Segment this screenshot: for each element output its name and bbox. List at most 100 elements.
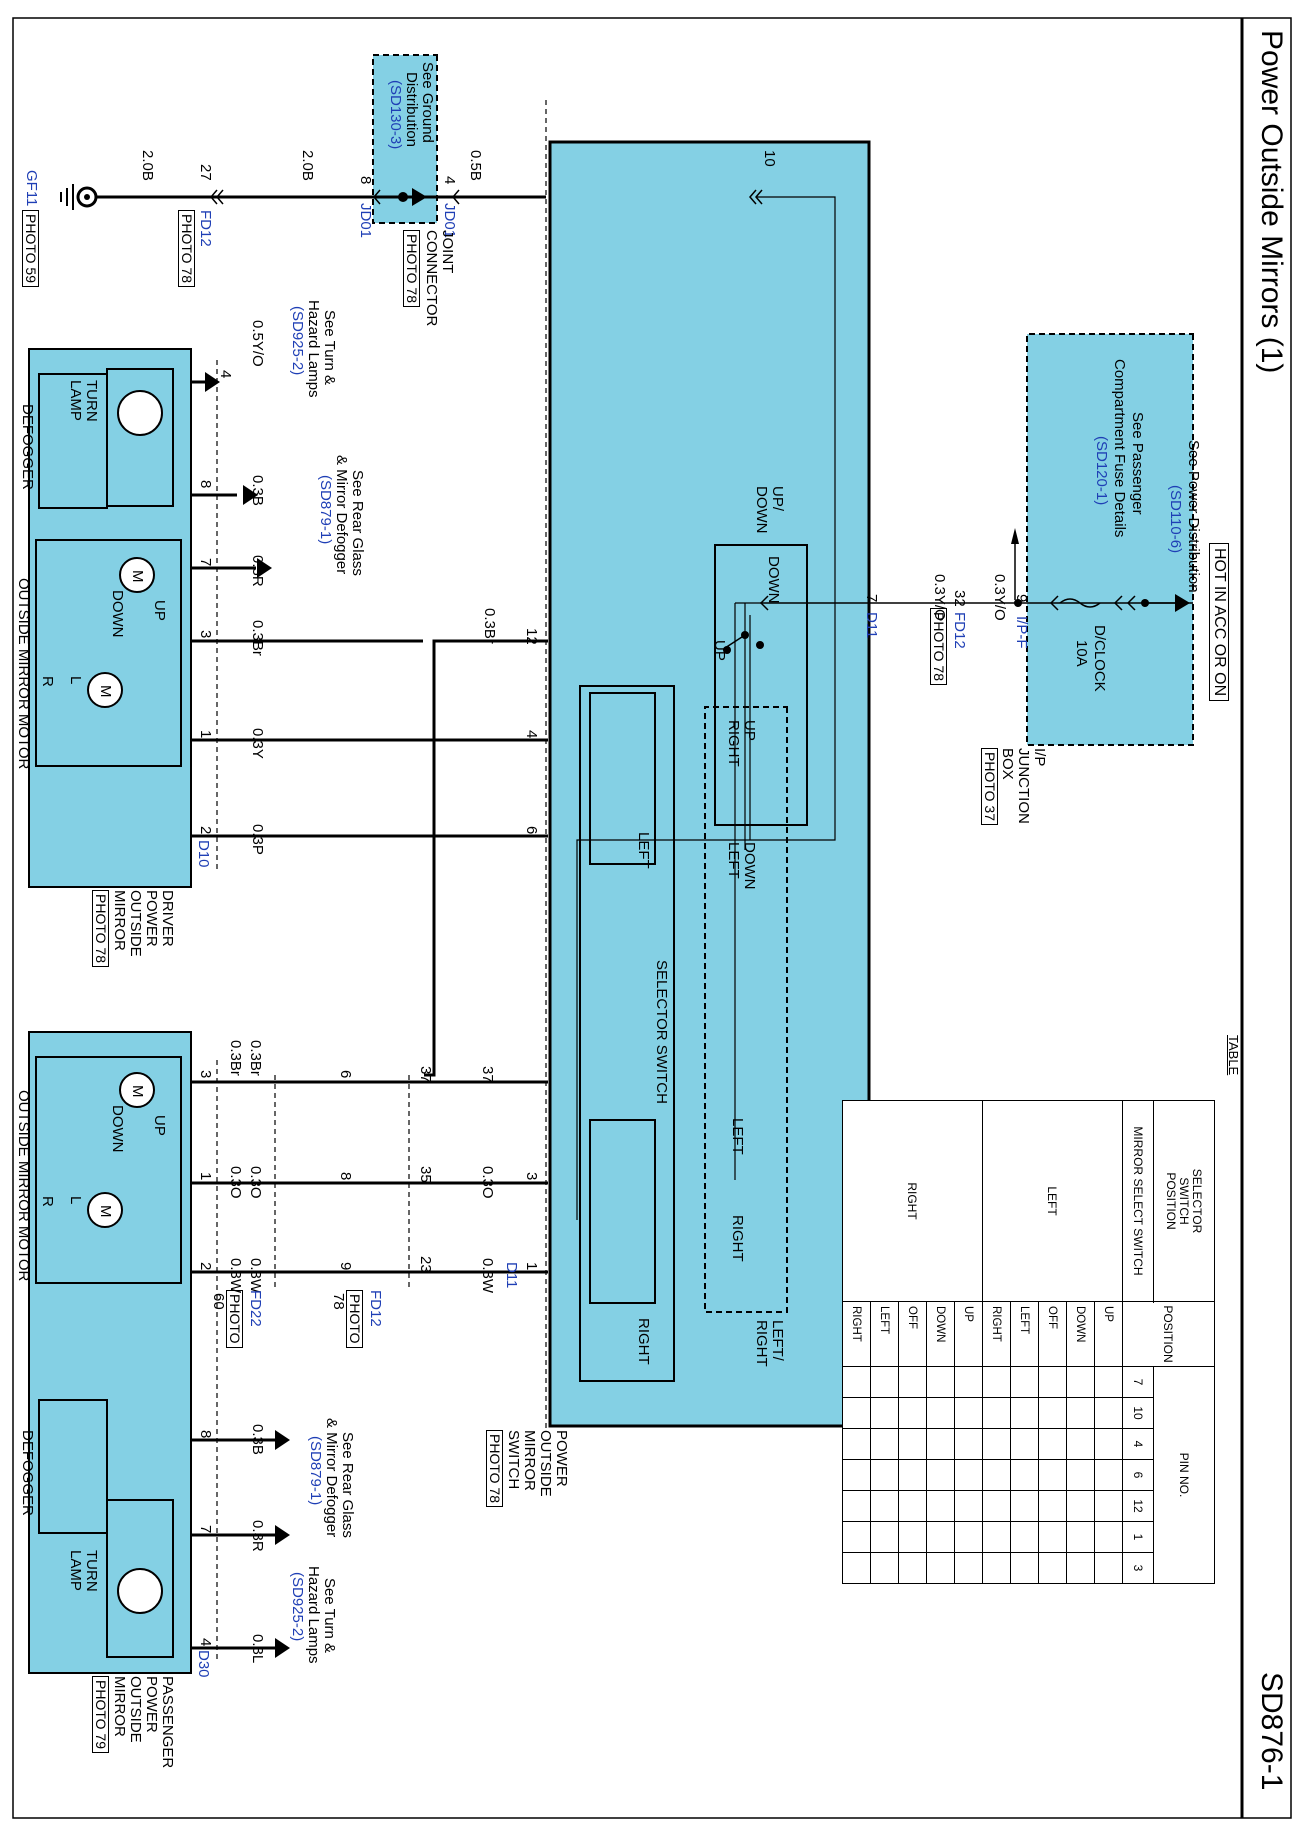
fd12-mid-pin-c: 23 [417,1256,434,1273]
drv-pin-a: 4 [217,370,234,379]
table-pin-12: 12 [1122,1490,1154,1522]
drv-name-2: POWER [143,890,160,947]
pas-defogger: DEFOGGER [19,1430,36,1516]
drv-name-3: OUTSIDE [127,890,144,957]
fd22-pin-c: 9 [337,1262,354,1271]
drv-wire-a: 0.5Y/O [249,320,266,367]
drv-defog-ref-1: See Rear Glass [349,470,366,576]
fuse-rating: 10A [1073,640,1090,667]
pin-4: 4 [523,730,540,739]
ip-jb-name-1: I/P [1031,748,1048,767]
drv-wire-c: 0.3R [249,555,266,587]
fd12-mid-name: FD12 [367,1290,384,1327]
drv-name-4: MIRROR [111,890,128,951]
ip-connector: I/P-F [1013,616,1030,649]
hot-label: HOT IN ACC OR ON [1209,543,1229,702]
drv-pin-e: 1 [197,730,214,739]
sw-right: RIGHT [729,1215,746,1262]
fd12-ground-name: FD12 [197,210,214,247]
drv-pin-b: 8 [197,480,214,489]
table-pos: LEFT [870,1301,899,1367]
ground-dist-line1: See Ground [419,62,436,143]
leftright-label-1: LEFT/ [769,1320,786,1361]
jc-name-out: JD01 [357,203,374,239]
drv-pin-c: 7 [197,558,214,567]
ground-photo: PHOTO 59 [22,210,39,287]
fd12-power-name: FD12 [951,612,968,649]
sw-up-right-2: RIGHT [725,720,742,767]
jc-wire-in: 0.5B [467,150,484,181]
table-caption: TABLE [1226,1035,1241,1076]
ip-jb-name-3: BOX [999,748,1016,780]
table-position-header: POSITION [1122,1301,1215,1367]
drv-wire-e: 0.3Y [249,728,266,759]
switch-connector-top: D11 [863,612,880,639]
fd22-wire-a: 0.3Br [247,1040,264,1076]
pas-name-3: OUTSIDE [127,1676,144,1743]
see-passenger-line1: See Passenger [1129,412,1146,515]
ground-dist-line2: Distribution [403,72,420,148]
switch-name-3: MIRROR [521,1430,538,1491]
drv-motor-m2: M [97,685,114,698]
fd12-mid-wire-a: 0.3O [479,1166,496,1199]
fd12-ground-photo: PHOTO 78 [178,210,195,287]
drv-motor-down: DOWN [109,590,126,638]
fd12-ground-pin: 27 [197,164,214,181]
table-pos: OFF [898,1301,927,1367]
pin-1: 1 [523,1262,540,1271]
updown-label-1: UP/ [769,486,786,512]
pas-turn-ref: (SD925-2) [289,1572,306,1642]
pin-12: 12 [523,628,540,645]
table-pos: LEFT [1010,1301,1039,1367]
drv-defog-ref-2: & Mirror Defogger [333,455,350,575]
table-pos: UP [1094,1301,1123,1367]
switch-name-2: OUTSIDE [537,1430,554,1497]
fd22-name: FD22 [247,1290,264,1327]
sel-left: LEFT [635,832,652,869]
fd12-power-wire: 0.3Y/O [931,574,948,621]
table-pin-10: 10 [1122,1397,1154,1429]
pas-motor-m2: M [97,1205,114,1218]
pin-3: 3 [523,1172,540,1181]
table-pin-header: PIN NO. [1153,1366,1215,1584]
table-pos: DOWN [926,1301,955,1367]
sel-right: RIGHT [635,1318,652,1365]
table-group-header: MIRROR SELECT SWITCH [1122,1100,1154,1302]
ground-wire: 2.0B [139,150,156,181]
passenger-mirror-body [28,1031,192,1674]
fd22-photo-2: 60 [210,1293,227,1310]
drv-pin-d: 3 [197,630,214,639]
table-pin-7: 7 [1122,1366,1154,1398]
pas-wire-f: 0.3L [249,1634,266,1664]
sw-down-left-2: LEFT [725,842,742,879]
table-pin-6: 6 [1122,1459,1154,1491]
pas-motor-l: L [67,1196,84,1205]
pas-connector: D30 [195,1650,212,1678]
fd22-pin-a: 6 [337,1070,354,1079]
pas-defog-ref-2: & Mirror Defogger [323,1418,340,1538]
pas-motor-label: OUTSIDE MIRROR MOTOR [15,1090,32,1282]
selector-label: SELECTOR SWITCH [653,960,670,1104]
sw-down: DOWN [765,556,782,604]
ground-name: GF11 [23,170,40,207]
fd22-wire-b: 0.3O [247,1166,264,1199]
see-power-text: See Power Distribution [1185,440,1202,593]
table-pin-1: 1 [1122,1521,1154,1553]
fd12-mid-photo-2: 78 [330,1293,347,1310]
fd12-mid-photo-1: PHOTO [346,1290,363,1348]
drv-wire-d: 0.3Br [249,620,266,656]
pas-motor-m1: M [129,1085,146,1098]
pas-wire-e: 0.3R [249,1520,266,1552]
fuse-name: D/CLOCK [1091,625,1108,692]
jc-line2: CONNECTOR [423,230,440,327]
pas-name-2: POWER [143,1676,160,1733]
ip-pin: 9 [1013,594,1030,603]
fd22-pin-b: 8 [337,1172,354,1181]
pas-pin-c: 2 [197,1262,214,1271]
switch-connector-bottom: D11 [503,1262,520,1289]
page-code: SD876-1 [1255,1672,1288,1791]
switch-name-4: SWITCH [505,1430,522,1490]
table-pos: DOWN [1066,1301,1095,1367]
